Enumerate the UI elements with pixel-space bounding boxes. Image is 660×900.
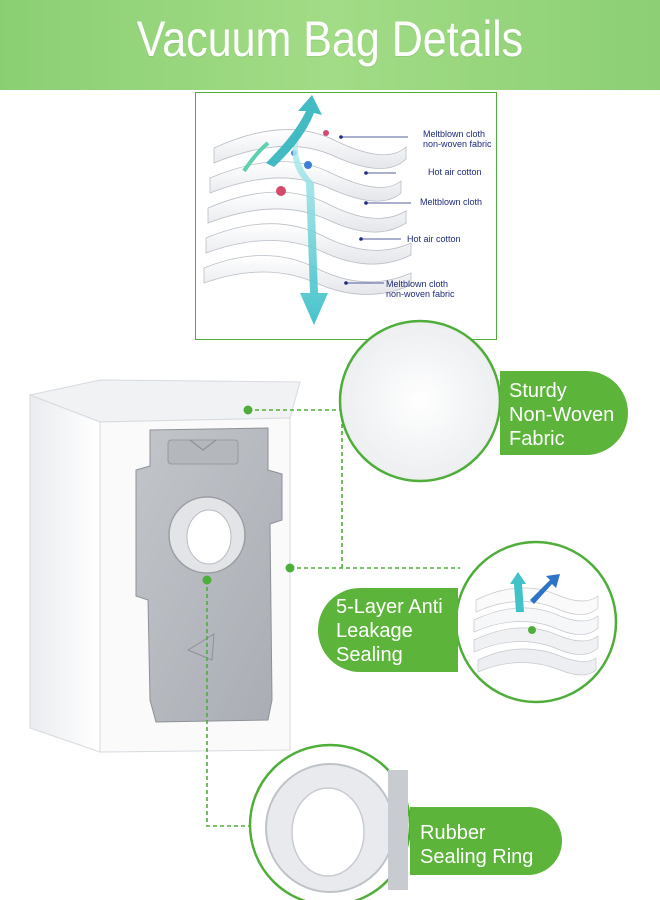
- feature-ring-line1: Rubber: [420, 822, 486, 844]
- layer-diagram-panel: Meltblown cloth non-woven fabric Hot air…: [195, 92, 497, 340]
- dust-particle-icon: [276, 186, 286, 196]
- layer-label: non-woven fabric: [423, 139, 492, 149]
- feature-sealing-line1: 5-Layer Anti: [336, 596, 443, 618]
- layer-label: Meltblown cloth: [420, 197, 483, 207]
- feature-fabric-line2: Non-Woven: [509, 404, 615, 426]
- layer-label: Meltblown cloth: [386, 279, 449, 289]
- feature-fabric-line3: Fabric: [509, 428, 565, 450]
- vacuum-bag: [28, 379, 301, 753]
- feature-sealing-line2: Leakage: [336, 620, 413, 642]
- layer-closeup: [454, 540, 618, 704]
- feature-sealing-line3: Sealing: [336, 644, 403, 666]
- layer-label: Hot air cotton: [428, 167, 482, 177]
- air-flow-arrow-icon: [292, 133, 328, 325]
- header-banner: Vacuum Bag Details: [0, 0, 660, 90]
- layer-label: non-woven fabric: [386, 289, 455, 299]
- layer-stack-illustration: [203, 95, 412, 325]
- ring-closeup: [248, 743, 412, 900]
- feature-fabric-line1: Sturdy: [509, 380, 567, 402]
- feature-ring-badge: Rubber Sealing Ring: [410, 807, 562, 875]
- layer-label: Meltblown cloth: [423, 129, 486, 139]
- feature-sealing-badge: 5-Layer Anti Leakage Sealing: [318, 588, 458, 672]
- feature-fabric-badge: Sturdy Non-Woven Fabric: [500, 371, 628, 455]
- fabric-closeup: [338, 319, 502, 483]
- page-title: Vacuum Bag Details: [136, 11, 524, 67]
- feature-ring-line2: Sealing Ring: [420, 846, 534, 868]
- layer-label: Hot air cotton: [407, 234, 461, 244]
